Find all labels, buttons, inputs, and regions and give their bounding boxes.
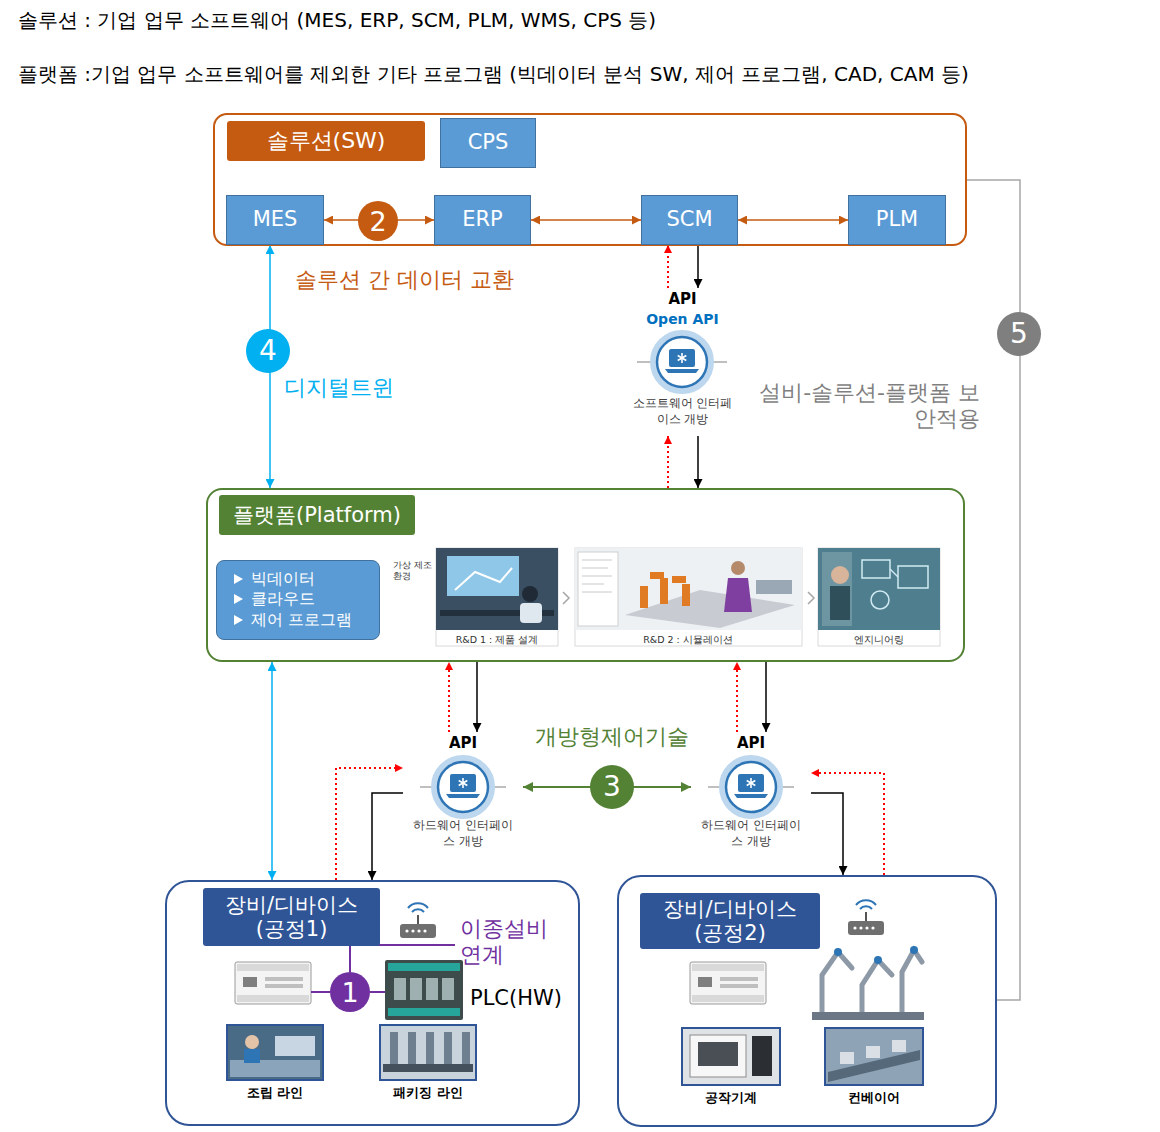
interface-caption: 하드웨어 인터페이스 개방 (413, 818, 513, 849)
software-box: CPS (440, 118, 536, 168)
hardware-interface: API 하드웨어 인터페이스 개방 (403, 732, 523, 852)
flow-note: 개방형제어기술 (535, 724, 689, 750)
software-box: ERP (434, 195, 531, 245)
connector (448, 662, 450, 732)
connector (531, 219, 641, 221)
photo-caption: 패키징 라인 (373, 1085, 483, 1101)
box-label: SCM (666, 207, 712, 232)
platform-frame: 플랫폼(Platform) 빅데이터클라우드제어 프로그램 (206, 488, 965, 662)
frame-title: 장비/디바이스 (공정1) (203, 888, 380, 946)
callout-number: 1 (330, 972, 370, 1012)
flow-note: 솔루션 간 데이터 교환 (295, 267, 514, 293)
interface-label: API (691, 734, 811, 754)
box-label: MES (253, 207, 298, 232)
connector (336, 768, 403, 880)
connector (372, 793, 403, 880)
solution-frame: 솔루션(SW) CPS MES ERP SCM PLM (213, 113, 967, 246)
connector (736, 662, 738, 732)
connector (271, 662, 273, 880)
part-label: PLC(HW) (470, 986, 562, 1011)
device-frame: 장비/디바이스 (공정2) (617, 875, 997, 1127)
photo-note: 가상 제조환경 (393, 560, 433, 582)
photo-caption: 엔지니어링 (819, 634, 939, 645)
frame-title: 장비/디바이스 (공정2) (640, 893, 820, 949)
interface-label: Open API (615, 310, 750, 328)
callout-number: 3 (590, 765, 634, 809)
frame-title: 솔루션(SW) (227, 121, 425, 161)
connector (667, 436, 669, 488)
box-label: ERP (462, 207, 503, 232)
connector (697, 436, 699, 488)
software-interface: APIOpen API 소프트웨어 인터페이스 개방 (615, 288, 750, 436)
frame-title: 플랫폼(Platform) (219, 495, 415, 535)
connector (967, 180, 1020, 1000)
definition-note: 플랫폼 :기업 업무 소프트웨어를 제외한 기타 프로그램 (빅데이터 분석 S… (18, 62, 969, 86)
photo-caption: 조립 라인 (220, 1085, 330, 1101)
connector (697, 245, 699, 288)
box-label: CPS (468, 130, 509, 155)
part-label: 이종설비 연계 (460, 916, 575, 969)
callout-number: 5 (997, 312, 1041, 356)
definition-note: 솔루션 : 기업 업무 소프트웨어 (MES, ERP, SCM, PLM, W… (18, 8, 656, 32)
connector (667, 245, 669, 288)
connector (476, 662, 478, 732)
interface-label: API (403, 734, 523, 754)
interface-caption: 소프트웨어 인터페이스 개방 (633, 396, 733, 427)
interface-label: API (615, 290, 750, 310)
callout-number: 2 (358, 201, 398, 241)
flow-note: 설비-솔루션-플랫폼 보안적용 (740, 380, 980, 433)
software-box: SCM (641, 195, 738, 245)
software-box: PLM (848, 195, 946, 245)
software-box: MES (226, 195, 324, 245)
connector (738, 219, 848, 221)
list-item: 빅데이터 (229, 569, 369, 590)
photo-caption: R&D 2 : 시뮬레이션 (588, 634, 788, 645)
photo-caption: 컨베이어 (819, 1090, 929, 1106)
photo-caption: R&D 1 : 제품 설계 (422, 634, 572, 645)
connector (811, 793, 843, 875)
box-label: PLM (876, 207, 918, 232)
interface-caption: 하드웨어 인터페이스 개방 (701, 818, 801, 849)
hardware-interface: API 하드웨어 인터페이스 개방 (691, 732, 811, 852)
flow-note: 디지털트윈 (284, 375, 394, 401)
connector (765, 662, 767, 732)
connector (811, 773, 884, 875)
photo-caption: 공작기계 (676, 1090, 786, 1106)
callout-number: 4 (246, 329, 290, 373)
feature-list: 빅데이터클라우드제어 프로그램 (216, 560, 380, 640)
list-item: 제어 프로그램 (229, 610, 369, 631)
list-item: 클라우드 (229, 589, 369, 610)
